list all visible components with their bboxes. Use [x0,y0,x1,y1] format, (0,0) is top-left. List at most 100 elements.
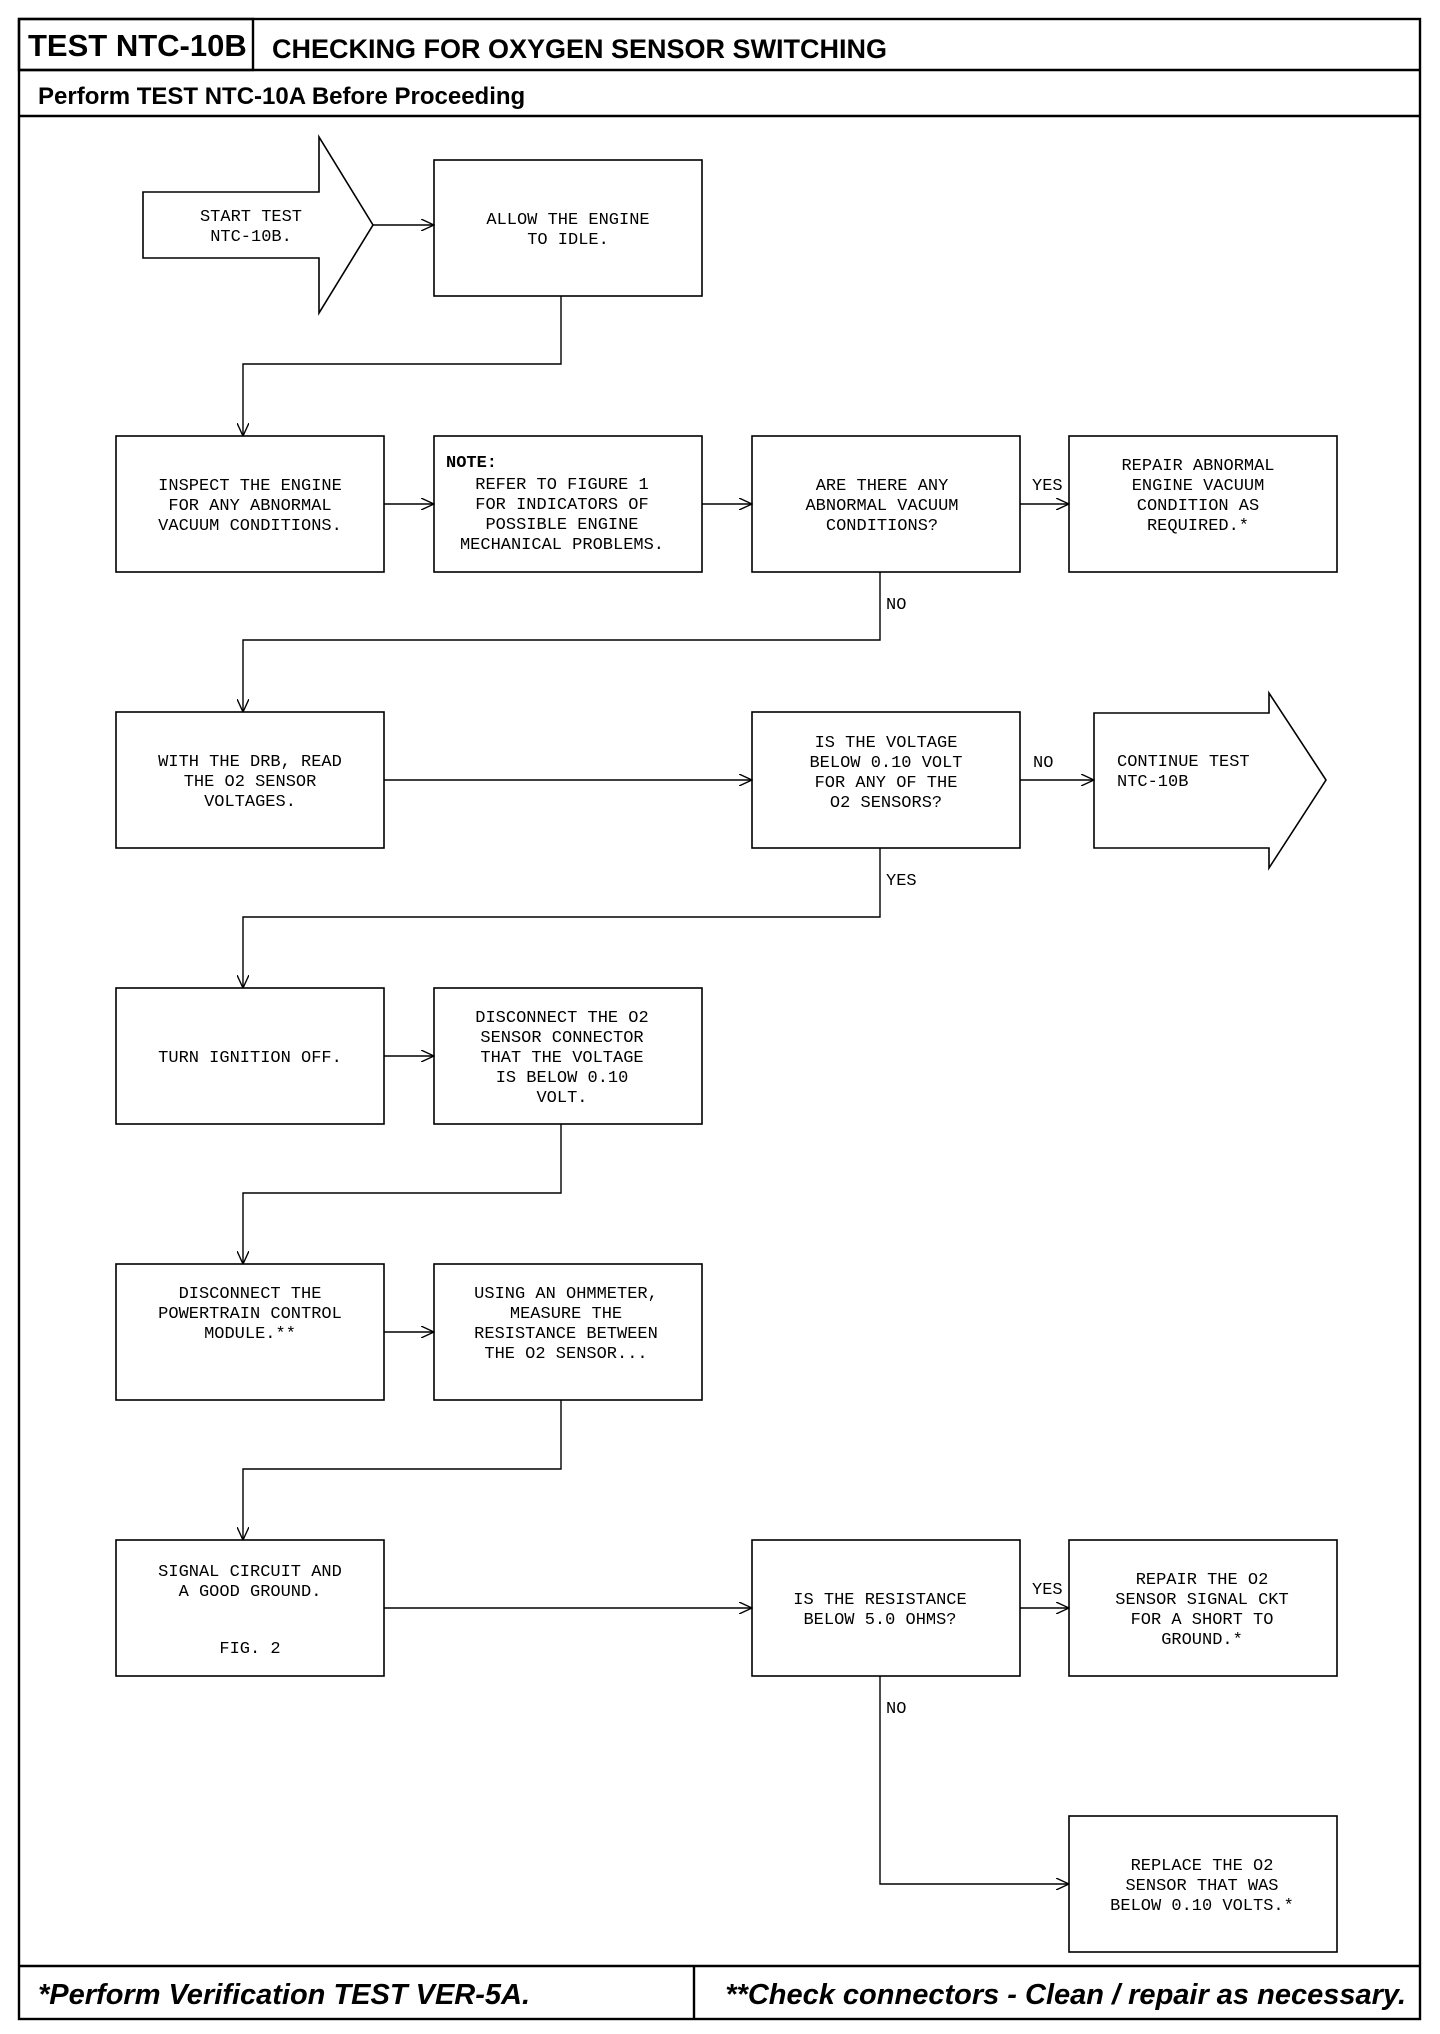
start-arrow-shape [142,134,374,316]
node-text-line: BELOW 0.10 VOLTS.* [1110,1897,1294,1916]
node-text-line: TURN IGNITION OFF. [158,1049,342,1068]
ignition-off-node: TURN IGNITION OFF. [158,1049,342,1068]
figure-reference: FIG. 2 [219,1640,280,1659]
node-text-line: ALLOW THE ENGINE [486,211,649,230]
voltage-yes-label: YES [886,872,917,891]
node-text-line: REFER TO FIGURE 1 [475,476,648,495]
node-text-line: SENSOR SIGNAL CKT [1115,1591,1288,1610]
ohmmeter-box [433,1263,703,1401]
node-text-line: CONDITION AS [1137,497,1259,516]
replace-sensor-box [1068,1815,1338,1953]
continue-arrow-shape [1093,690,1327,871]
node-text-line: VOLTAGES. [204,793,296,812]
node-text-line: THAT THE VOLTAGE [480,1049,643,1068]
node-text-line: BELOW 0.10 VOLT [809,754,962,773]
ohmmeter-node: USING AN OHMMETER,MEASURE THERESISTANCE … [474,1285,658,1364]
connector-idle-to-inspect [243,296,562,436]
node-text-line: FOR ANY ABNORMAL [168,497,331,516]
footer-note-right: **Check connectors - Clean / repair as n… [725,1979,1406,2011]
node-text-line: ARE THERE ANY [816,477,949,496]
signal-ground-box [115,1539,385,1677]
node-text-line: REPLACE THE O2 [1131,1857,1274,1876]
node-text-line: IS BELOW 0.10 [496,1069,629,1088]
node-text-line: NTC-10B. [210,228,292,247]
ignition-off-box [115,987,385,1125]
node-text-line: CONDITIONS? [826,517,938,536]
read-o2-box [115,711,385,849]
node-text-line: IS THE VOLTAGE [815,734,958,753]
vacuum-yes-label: YES [1032,477,1063,496]
node-text-line: SENSOR THAT WAS [1125,1877,1278,1896]
inspect-engine-box [115,435,385,573]
node-text-line: DISCONNECT THE O2 [475,1009,648,1028]
footer-note-left: *Perform Verification TEST VER-5A. [38,1979,530,2011]
node-text-line: INSPECT THE ENGINE [158,477,342,496]
connector-disconnect-to-pcm [243,1124,562,1264]
node-text-line: FOR A SHORT TO [1131,1611,1274,1630]
resistance-yes-label: YES [1032,1581,1063,1600]
node-text-line: DISCONNECT THE [179,1285,322,1304]
node-text-line: MODULE.** [204,1325,296,1344]
disconnect-o2-box [433,987,703,1125]
node-text-line: VACUUM CONDITIONS. [158,517,342,536]
node-text-line: SENSOR CONNECTOR [480,1029,643,1048]
node-text-line: SIGNAL CIRCUIT AND [158,1563,342,1582]
node-text-line: MECHANICAL PROBLEMS. [460,536,664,555]
connector-ohmmeter-to-signal [243,1400,562,1540]
node-text-line: GROUND.* [1161,1631,1243,1650]
repair-vacuum-box [1068,435,1338,573]
node-text-line: BELOW 5.0 OHMS? [803,1611,956,1630]
node-text-line: REPAIR THE O2 [1136,1571,1269,1590]
page-subtitle: Perform TEST NTC-10A Before Proceeding [38,83,525,110]
node-text-line: CONTINUE TEST [1117,753,1250,772]
node-text-line: A GOOD GROUND. [179,1583,322,1602]
node-text-line: TO IDLE. [527,231,609,250]
vacuum-no-label: NO [886,596,906,615]
node-text-line: VOLT. [536,1089,587,1108]
node-text-line: ENGINE VACUUM [1132,477,1265,496]
node-text-line: NTC-10B [1117,773,1188,792]
node-text-line: WITH THE DRB, READ [158,753,342,772]
q-resistance-box [751,1539,1021,1677]
page-frame [17,17,1422,2021]
voltage-no-label: NO [1033,754,1053,773]
node-text-line: THE O2 SENSOR [184,773,317,792]
resistance-no-label: NO [886,1700,906,1719]
test-id: TEST NTC-10B [28,28,247,63]
node-text-line: POWERTRAIN CONTROL [158,1305,342,1324]
node-text-line: IS THE RESISTANCE [793,1591,966,1610]
node-text-line: ABNORMAL VACUUM [805,497,958,516]
node-text-line: POSSIBLE ENGINE [485,516,638,535]
node-text-line: O2 SENSORS? [830,794,942,813]
node-text-line: MEASURE THE [510,1305,622,1324]
node-text-line: REQUIRED.* [1147,517,1249,536]
repair-short-box [1068,1539,1338,1677]
connector-resistance-no [879,1676,1069,1884]
node-text-line: USING AN OHMMETER, [474,1285,658,1304]
node-text-line: RESISTANCE BETWEEN [474,1325,658,1344]
node-text-line: FOR ANY OF THE [815,774,958,793]
disconnect-pcm-box [115,1263,385,1401]
node-text-line: REPAIR ABNORMAL [1121,457,1274,476]
node-text-line: THE O2 SENSOR... [484,1345,647,1364]
node-text-line: START TEST [200,208,302,227]
note-label: NOTE: [446,454,497,473]
page-title: CHECKING FOR OXYGEN SENSOR SWITCHING [272,34,887,64]
connector-voltage-yes [243,848,881,988]
